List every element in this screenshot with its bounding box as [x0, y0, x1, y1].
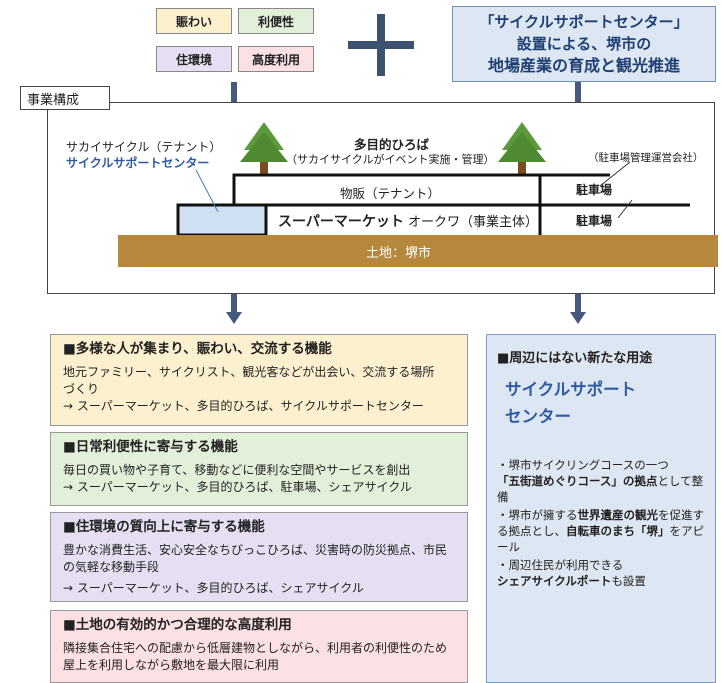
plaza-subtitle: （サカイサイクルがイベント実施・管理）	[286, 153, 495, 166]
bullet3-pre: ・周辺住民が利用できる	[497, 558, 624, 572]
bullet2-pre: ・堺市が擁する	[497, 508, 578, 522]
bullet1-post: として整備	[497, 474, 704, 504]
card-jukankyo: ■住環境の質向上に寄与する機能 豊かな消費生活、安心安全なちびっこひろば、災害時…	[50, 512, 468, 602]
summary-line1: 「サイクルサポートセンター」	[479, 13, 689, 31]
bupan-label: 物販（テナント）	[340, 186, 441, 201]
connector-right-top	[575, 82, 581, 102]
card-nigiwai: ■多様な人が集まり、賑わい、交流する機能 地元ファミリー、サイクリスト、観光客な…	[50, 334, 468, 426]
business-structure-label: 事業構成	[20, 86, 110, 110]
tag-jukankyo-label: 住環境	[175, 52, 212, 67]
plus-symbol	[348, 14, 414, 76]
tree-icon	[240, 122, 288, 174]
card-benri: ■日常利便性に寄与する機能 毎日の買い物や子育て、移動などに便利な空間やサービス…	[50, 432, 468, 506]
cycle-center-box	[176, 203, 268, 237]
tag-nigiwai: 賑わい	[156, 8, 232, 34]
card-kodo: ■土地の有効的かつ合理的な高度利用 隣接集合住宅への配慮から低層建物としながら、…	[50, 610, 468, 683]
right-panel-title: ■周辺にはない新たな用途	[497, 351, 653, 366]
right-bullet-1: ・堺市サイクリングコースの一つ 「五街道めぐりコース」の拠点として整備	[497, 457, 705, 505]
okuwa-name: オークワ（事業主体）	[408, 215, 539, 230]
tag-nigiwai-label: 賑わい	[175, 14, 212, 29]
card-body: 豊かな消費生活、安心安全なちびっこひろば、災害時の防災拠点、市民の気軽な移動手段	[63, 543, 448, 574]
summary-line2: 設置による、堺市の	[516, 35, 652, 53]
tag-kodo-label: 高度利用	[251, 52, 300, 67]
card-arrow: → スーパーマーケット、多目的ひろば、シェアサイクル	[63, 581, 364, 595]
card-body: 地元ファミリー、サイクリスト、観光客などが出会い、交流する場所づくり	[63, 365, 435, 396]
summary-line3: 地場産業の育成と観光推進	[487, 56, 680, 75]
parking-mgmt-label: （駐車場管理運営会社）	[588, 152, 704, 164]
tag-benri: 利便性	[238, 8, 314, 34]
bullet1-bold: 「五街道めぐりコース」の拠点	[497, 474, 658, 488]
cycle-center-label: サイクルサポートセンター	[66, 156, 210, 170]
card-title: ■日常利便性に寄与する機能	[63, 439, 238, 455]
arrow-right-shaft	[575, 294, 581, 314]
supermarket-label: スーパーマーケット オークワ（事業主体）	[278, 211, 538, 231]
card-body: 隣接集合住宅への配慮から低層建物としながら、利用者の利便性のため屋上を利用しなが…	[63, 641, 448, 672]
tag-benri-label: 利便性	[257, 14, 294, 29]
card-title: ■住環境の質向上に寄与する機能	[63, 519, 265, 535]
bullet3-bold: シェアサイクルポート	[497, 574, 612, 588]
card-arrow: → スーパーマーケット、多目的ひろば、サイクルサポートセンター	[63, 399, 424, 413]
right-panel-big1: サイクルサポート	[505, 380, 637, 399]
tag-kodo: 高度利用	[238, 46, 314, 72]
card-title: ■土地の有効的かつ合理的な高度利用	[63, 617, 292, 633]
arrow-down-icon	[226, 312, 242, 324]
bullet2-post: をアピール	[497, 524, 704, 554]
plus-icon	[348, 14, 414, 76]
tenant-label: サカイサイクル（テナント）	[66, 140, 222, 154]
right-panel: ■周辺にはない新たな用途 サイクルサポート センター ・堺市サイクリングコースの…	[486, 334, 716, 683]
tree-icon	[498, 122, 546, 174]
right-bullet-3: ・周辺住民が利用できる シェアサイクルポートも設置	[497, 557, 705, 589]
land-label: 土地：堺市	[366, 246, 432, 261]
tag-jukankyo: 住環境	[156, 46, 232, 72]
card-arrow: → スーパーマーケット、多目的ひろば、駐車場、シェアサイクル	[63, 480, 412, 494]
bullet2-bold1: 世界遺産の観光	[577, 508, 659, 522]
bullet2-mid: を促進する拠点とし、	[497, 508, 704, 538]
top-right-summary: 「サイクルサポートセンター」 設置による、堺市の 地場産業の育成と観光推進	[452, 6, 716, 82]
land-bar	[118, 235, 718, 267]
supermarket-name: スーパーマーケット	[278, 214, 404, 230]
bullet1-pre: ・堺市サイクリングコースの一つ	[497, 458, 669, 472]
right-panel-big2: センター	[505, 407, 571, 426]
right-bullet-2: ・堺市が擁する世界遺産の観光を促進する拠点とし、自転車のまち「堺」をアピール	[497, 507, 705, 555]
bullet3-post: も設置	[611, 574, 646, 588]
plaza-title: 多目的ひろば	[354, 137, 430, 152]
parking-label-1: 駐車場	[576, 183, 613, 197]
arrow-down-icon	[570, 312, 586, 324]
arrow-left-shaft	[231, 294, 237, 314]
parking-label-2: 駐車場	[576, 214, 613, 228]
connector-left-top	[231, 82, 237, 102]
card-body: 毎日の買い物や子育て、移動などに便利な空間やサービスを創出	[63, 463, 411, 477]
card-title: ■多様な人が集まり、賑わい、交流する機能	[63, 341, 332, 357]
bullet2-bold2: 自転車のまち「堺」	[566, 524, 670, 538]
